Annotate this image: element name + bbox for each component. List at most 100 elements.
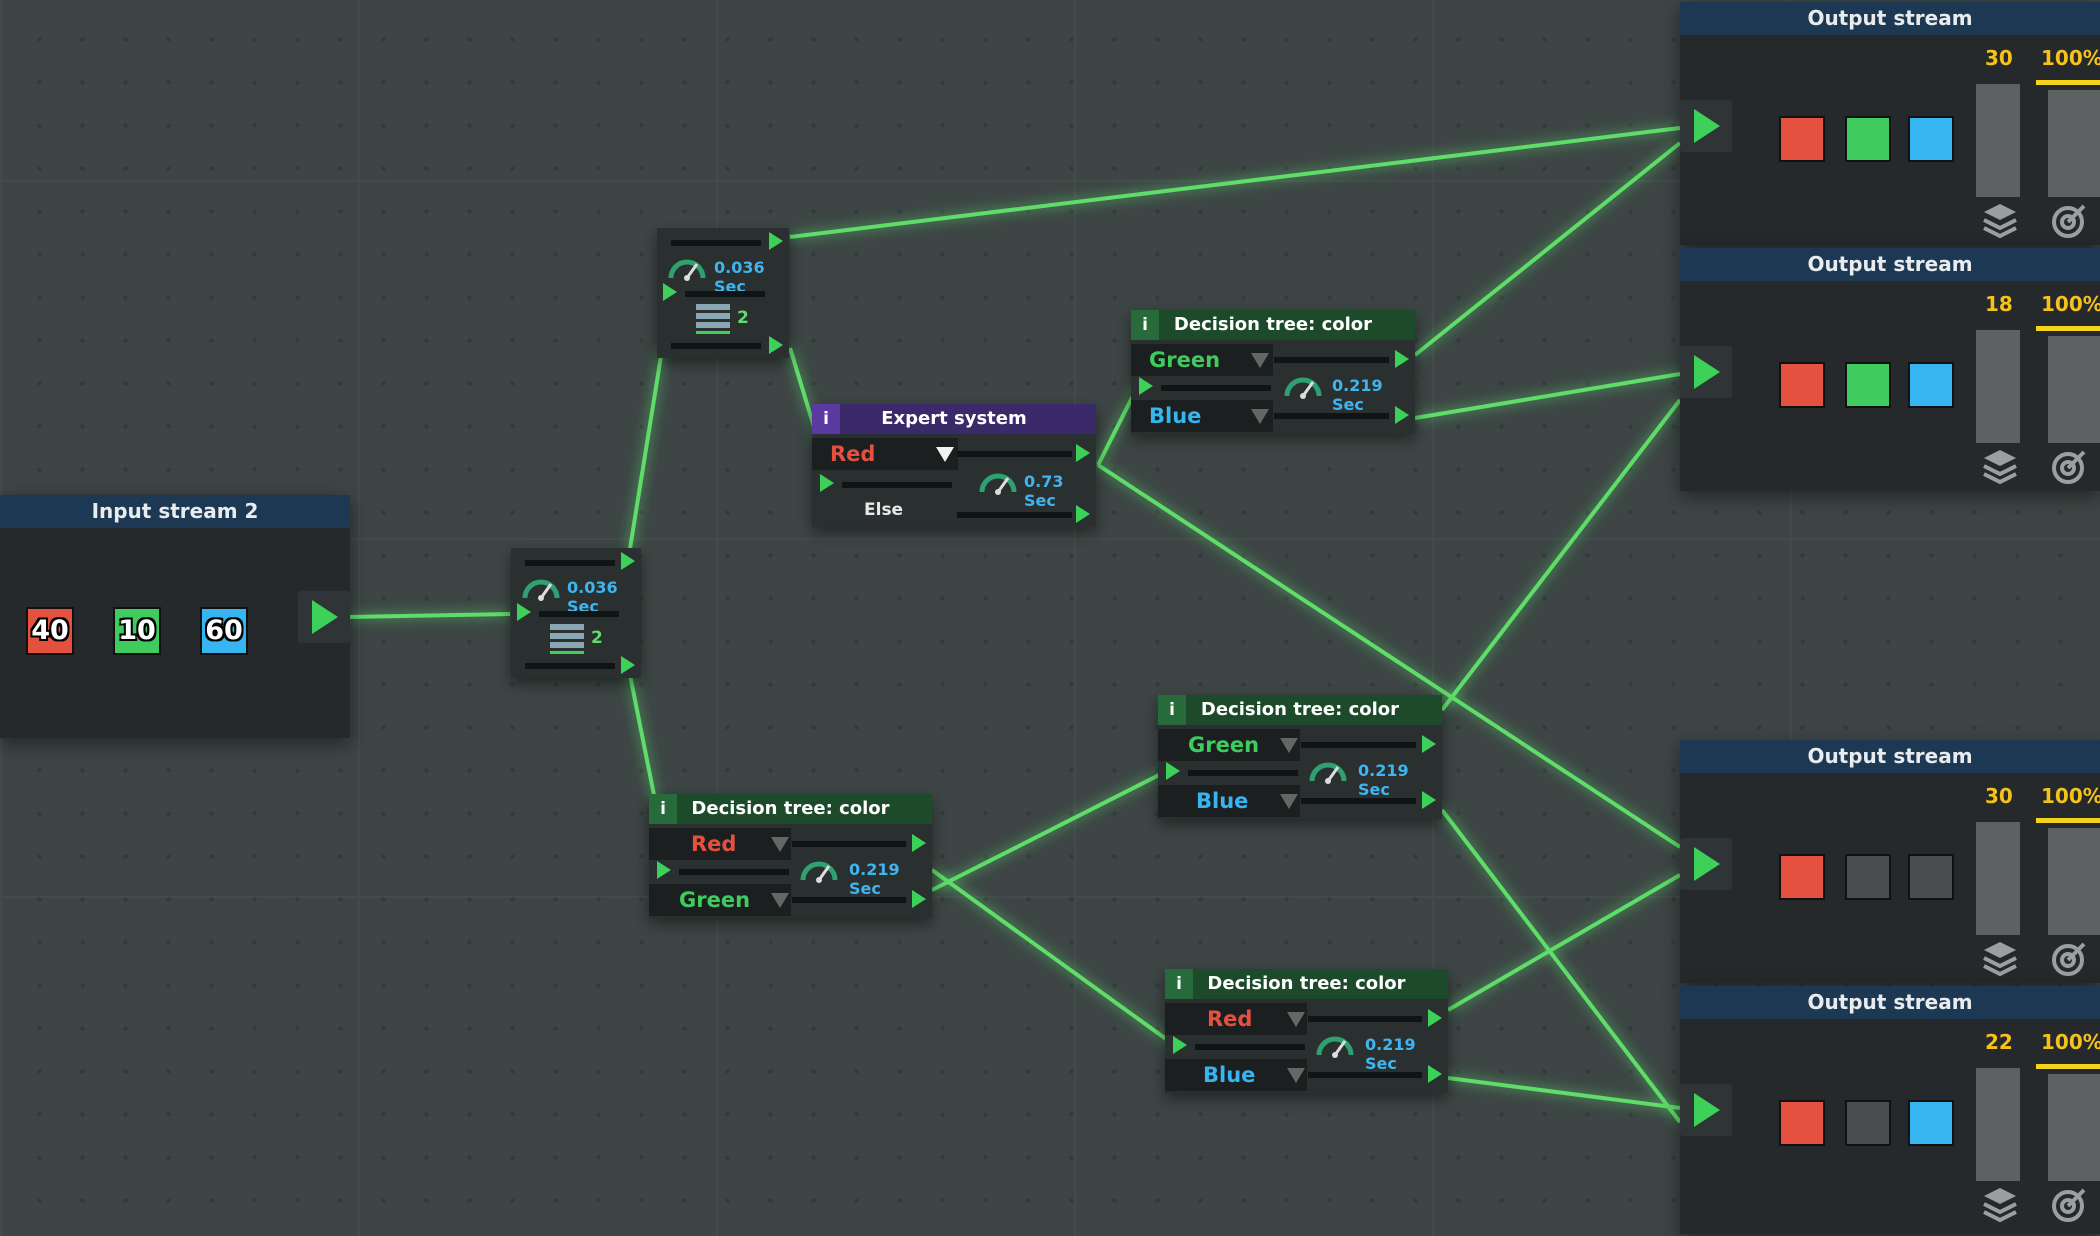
slot-empty (1845, 1100, 1891, 1146)
output-stream-title: Output stream (1680, 2, 2100, 35)
gauge-icon (800, 861, 838, 883)
input-stream-panel: Input stream 2 40 10 60 (0, 495, 350, 738)
progress-indicator (2036, 818, 2100, 823)
output-pin-icon[interactable] (1076, 505, 1090, 523)
output-play-icon[interactable] (1680, 346, 1732, 398)
output-stream-panel-4: Output stream 22 100% (1680, 986, 2100, 1234)
decision-bottom-select[interactable]: Blue (1131, 400, 1273, 432)
output-pin-icon[interactable] (769, 336, 783, 354)
output-pin-icon[interactable] (621, 656, 635, 674)
gauge-icon (522, 579, 560, 601)
decision-tree-node-2[interactable]: Decision tree: color i Red 0.219 Sec Gre… (649, 794, 932, 918)
dropdown-icon[interactable] (1280, 794, 1298, 809)
input-item-green: 10 (113, 607, 161, 655)
info-icon[interactable]: i (1131, 310, 1159, 340)
output-pin-icon[interactable] (1395, 406, 1409, 424)
input-pin-icon[interactable] (1166, 762, 1180, 780)
output-stream-title: Output stream (1680, 740, 2100, 773)
decision-tree-title: Decision tree: color (1158, 695, 1442, 725)
output-pin-icon[interactable] (912, 834, 926, 852)
input-pin-icon[interactable] (1173, 1036, 1187, 1054)
decision-tree-node-3[interactable]: Decision tree: color i Green 0.219 Sec B… (1158, 695, 1442, 819)
decision-tree-node-1[interactable]: Decision tree: color i Green 0.219 Sec B… (1131, 310, 1415, 434)
info-icon[interactable]: i (1165, 969, 1193, 999)
expert-option-select[interactable]: Red (812, 438, 958, 470)
output-pin-icon[interactable] (621, 552, 635, 570)
expert-speed: 0.73 Sec (1024, 472, 1064, 510)
input-pin-icon[interactable] (663, 283, 677, 301)
gauge-icon (668, 259, 706, 281)
output-play-icon[interactable] (1680, 838, 1732, 890)
dropdown-icon[interactable] (1287, 1068, 1305, 1083)
decision-speed: 0.219 Sec (1365, 1035, 1416, 1073)
output-pin-icon[interactable] (1422, 791, 1436, 809)
input-stream-title: Input stream 2 (0, 495, 350, 528)
decision-top-select[interactable]: Green (1158, 729, 1300, 761)
output-pin-icon[interactable] (1428, 1065, 1442, 1083)
dropdown-icon[interactable] (771, 893, 789, 908)
decision-top-select[interactable]: Red (649, 828, 791, 860)
input-pin-icon[interactable] (1139, 377, 1153, 395)
count-bar (1976, 1068, 2020, 1181)
percent-bar (2048, 1074, 2100, 1181)
input-pin-icon[interactable] (657, 861, 671, 879)
decision-tree-title: Decision tree: color (1165, 969, 1448, 999)
dropdown-icon[interactable] (1251, 409, 1269, 424)
output-pin-icon[interactable] (769, 232, 783, 250)
slot-blue (1908, 116, 1954, 162)
splitter-node-2[interactable]: 0.036 Sec 2 (657, 228, 789, 358)
output-percent: 100% (2041, 46, 2100, 70)
info-icon[interactable]: i (812, 404, 840, 434)
decision-top-select[interactable]: Green (1131, 344, 1273, 376)
decision-top-select[interactable]: Red (1165, 1003, 1307, 1035)
input-pin-icon[interactable] (517, 603, 531, 621)
slot-blue (1908, 1100, 1954, 1146)
info-icon[interactable]: i (649, 794, 677, 824)
slot-blue (1908, 362, 1954, 408)
splitter-count: 2 (591, 628, 603, 648)
output-pin-icon[interactable] (1395, 350, 1409, 368)
decision-bottom-select[interactable]: Blue (1165, 1059, 1307, 1091)
slot-red (1779, 854, 1825, 900)
decision-bottom-select[interactable]: Blue (1158, 785, 1300, 817)
input-item-blue: 60 (200, 607, 248, 655)
output-pin-icon[interactable] (912, 890, 926, 908)
decision-speed: 0.219 Sec (1332, 376, 1383, 414)
layers-icon (1983, 450, 2017, 485)
slot-empty (1908, 854, 1954, 900)
progress-indicator (2036, 80, 2100, 85)
gauge-icon (1284, 377, 1322, 399)
input-play-icon[interactable] (298, 591, 350, 643)
output-pin-icon[interactable] (1422, 735, 1436, 753)
layers-icon (1983, 1188, 2017, 1223)
target-icon (2052, 204, 2086, 238)
splitter-node-1[interactable]: 0.036 Sec 2 (511, 548, 641, 678)
decision-bottom-select[interactable]: Green (649, 884, 791, 916)
output-play-icon[interactable] (1680, 100, 1732, 152)
input-pin-icon[interactable] (820, 474, 834, 492)
dropdown-icon[interactable] (771, 837, 789, 852)
count-bar (1976, 822, 2020, 935)
decision-tree-node-4[interactable]: Decision tree: color i Red 0.219 Sec Blu… (1165, 969, 1448, 1093)
output-count: 30 (1985, 46, 2013, 70)
output-count: 30 (1985, 784, 2013, 808)
output-play-icon[interactable] (1680, 1084, 1732, 1136)
slot-red (1779, 116, 1825, 162)
expert-system-node[interactable]: Expert system i Red 0.73 Sec Else (812, 404, 1096, 527)
dropdown-icon[interactable] (1280, 738, 1298, 753)
else-label: Else (864, 500, 904, 520)
stack-icon (696, 304, 730, 334)
info-icon[interactable]: i (1158, 695, 1186, 725)
output-stream-panel-3: Output stream 30 100% (1680, 740, 2100, 983)
output-pin-icon[interactable] (1076, 444, 1090, 462)
dropdown-icon[interactable] (1287, 1012, 1305, 1027)
output-count: 22 (1985, 1030, 2013, 1054)
dropdown-icon[interactable] (1251, 353, 1269, 368)
slot-red (1779, 362, 1825, 408)
progress-indicator (2036, 1064, 2100, 1069)
gauge-icon (1309, 762, 1347, 784)
output-pin-icon[interactable] (1428, 1009, 1442, 1027)
decision-speed: 0.219 Sec (1358, 761, 1409, 799)
dropdown-icon[interactable] (936, 447, 954, 462)
output-count: 18 (1985, 292, 2013, 316)
